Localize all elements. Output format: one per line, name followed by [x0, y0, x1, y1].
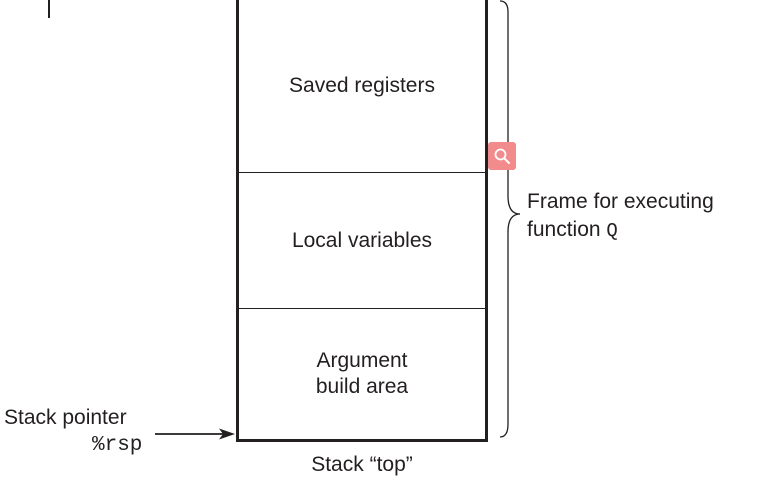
saved-registers-section: Saved registers: [239, 0, 485, 173]
frame-label: Frame for executing function Q: [527, 188, 714, 245]
right-curly-brace-icon: [499, 0, 521, 438]
stack-pointer-register: %rsp: [92, 434, 143, 457]
local-variables-section: Local variables: [239, 173, 485, 309]
saved-registers-label: Saved registers: [289, 74, 435, 97]
arrow-right-icon: [155, 428, 235, 440]
stack-pointer-label: Stack pointer: [4, 406, 127, 429]
frame-label-function-name: Q: [606, 220, 618, 242]
stack-top-label: Stack “top”: [311, 453, 413, 476]
argument-label-line1: Argument: [316, 349, 408, 372]
magnifier-icon[interactable]: [488, 142, 516, 170]
frame-label-line1: Frame for executing: [527, 190, 714, 213]
argument-build-area-label: Argument build area: [316, 348, 408, 400]
stack-frame-box: Saved registers Local variables Argument…: [236, 0, 488, 442]
argument-label-line2: build area: [315, 375, 409, 398]
top-tick-mark: [48, 0, 50, 18]
local-variables-label: Local variables: [291, 228, 433, 252]
argument-build-area-section: Argument build area: [239, 309, 485, 439]
frame-label-line2: function Q: [527, 216, 714, 245]
frame-label-function-text: function: [527, 218, 607, 241]
